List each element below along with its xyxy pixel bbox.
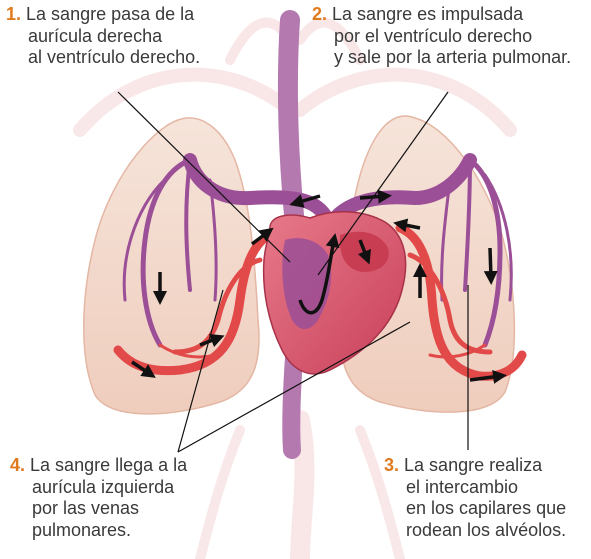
step-text-line: rodean los alvéolos. <box>384 520 566 542</box>
callout-step-3: 3. La sangre realiza el intercambio en l… <box>384 455 566 541</box>
callout-step-2: 2. La sangre es impulsada por el ventríc… <box>312 4 571 69</box>
step-text-line: en los capilares que <box>384 498 566 520</box>
flow-arrow <box>490 248 491 278</box>
superior-vena-cava <box>288 20 294 215</box>
step-number: 1. <box>6 4 21 24</box>
step-number: 3. <box>384 455 399 475</box>
step-text-line: al ventrículo derecho. <box>6 47 200 69</box>
step-text-line: y sale por la arteria pulmonar. <box>312 47 571 69</box>
step-text-line: aurícula izquierda <box>10 477 187 499</box>
callout-step-4: 4. La sangre llega a la aurícula izquier… <box>10 455 187 541</box>
step-text-line: por las venas <box>10 498 187 520</box>
step-text-line: La sangre pasa de la <box>26 4 194 24</box>
step-text-line: La sangre llega a la <box>30 455 187 475</box>
step-text-line: por el ventrículo derecho <box>312 26 571 48</box>
step-text-line: aurícula derecha <box>6 26 200 48</box>
callout-step-1: 1. La sangre pasa de la aurícula derecha… <box>6 4 200 69</box>
step-text-line: el intercambio <box>384 477 566 499</box>
step-number: 4. <box>10 455 25 475</box>
step-text-line: La sangre es impulsada <box>332 4 523 24</box>
step-text-line: La sangre realiza <box>404 455 542 475</box>
step-number: 2. <box>312 4 327 24</box>
step-text-line: pulmonares. <box>10 520 187 542</box>
